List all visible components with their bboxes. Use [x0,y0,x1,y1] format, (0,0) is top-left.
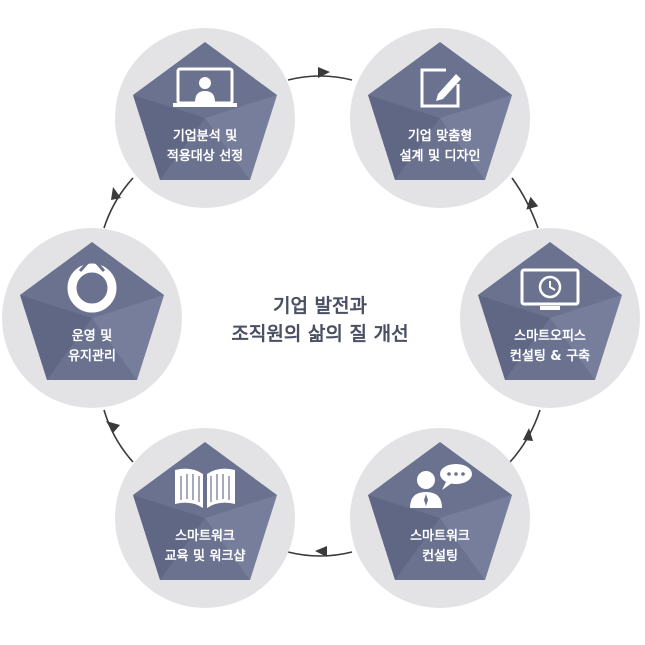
step-maintenance: 운영 및 유지관리 [2,228,182,408]
connector-2-to-3 [511,177,539,229]
step-maintenance-label-1: 운영 및 [72,329,112,344]
step-consulting: 스마트워크 컨설팅 [350,428,530,608]
step-smart-office-label-2: 컨설팅 & 구축 [510,348,590,364]
arrowhead-4 [315,546,327,557]
step-consulting-label-1: 스마트워크 [410,528,470,544]
arrowhead-5 [106,421,120,433]
step-maintenance-label-2: 유지관리 [68,348,116,364]
arrowhead-1 [318,67,330,78]
step-design-label-2: 설계 및 디자인 [400,148,481,164]
arrowhead-3 [523,428,533,441]
step-consulting-label-2: 컨설팅 [422,548,458,564]
center-title-line1: 기업 발전과 [273,295,368,317]
connector-5-to-6 [103,409,134,463]
step-analysis: 기업분석 및 적용대상 선정 [115,28,295,208]
connector-4-to-5 [287,551,353,557]
edit-pencil-icon [420,68,461,108]
step-education-label-2: 교육 및 워크샵 [165,548,246,564]
step-education: 스마트워크 교육 및 워크샵 [115,428,295,608]
cycle-arrowheads [106,67,539,557]
open-book-icon [175,468,235,508]
monitor-clock-icon [520,268,580,310]
step-smart-office-label-1: 스마트오피스 [514,328,586,344]
step-smart-office: 스마트오피스 컨설팅 & 구축 [460,228,640,408]
center-title-line2: 조직원의 삶의 질 개선 [231,323,408,345]
arrowhead-2 [526,196,539,210]
step-analysis-label-2: 적용대상 선정 [167,148,243,164]
step-analysis-label-1: 기업분석 및 [173,129,237,144]
connector-6-to-1 [103,177,134,229]
consultant-chat-icon [410,464,472,508]
arrowhead-6 [111,187,121,200]
step-education-label-1: 스마트워크 [175,528,235,544]
step-design-label-1: 기업 맞춤형 [408,128,472,144]
ring-maintenance-icon [67,260,117,313]
step-design: 기업 맞춤형 설계 및 디자인 [350,28,530,208]
presenter-screen-icon [173,67,237,107]
